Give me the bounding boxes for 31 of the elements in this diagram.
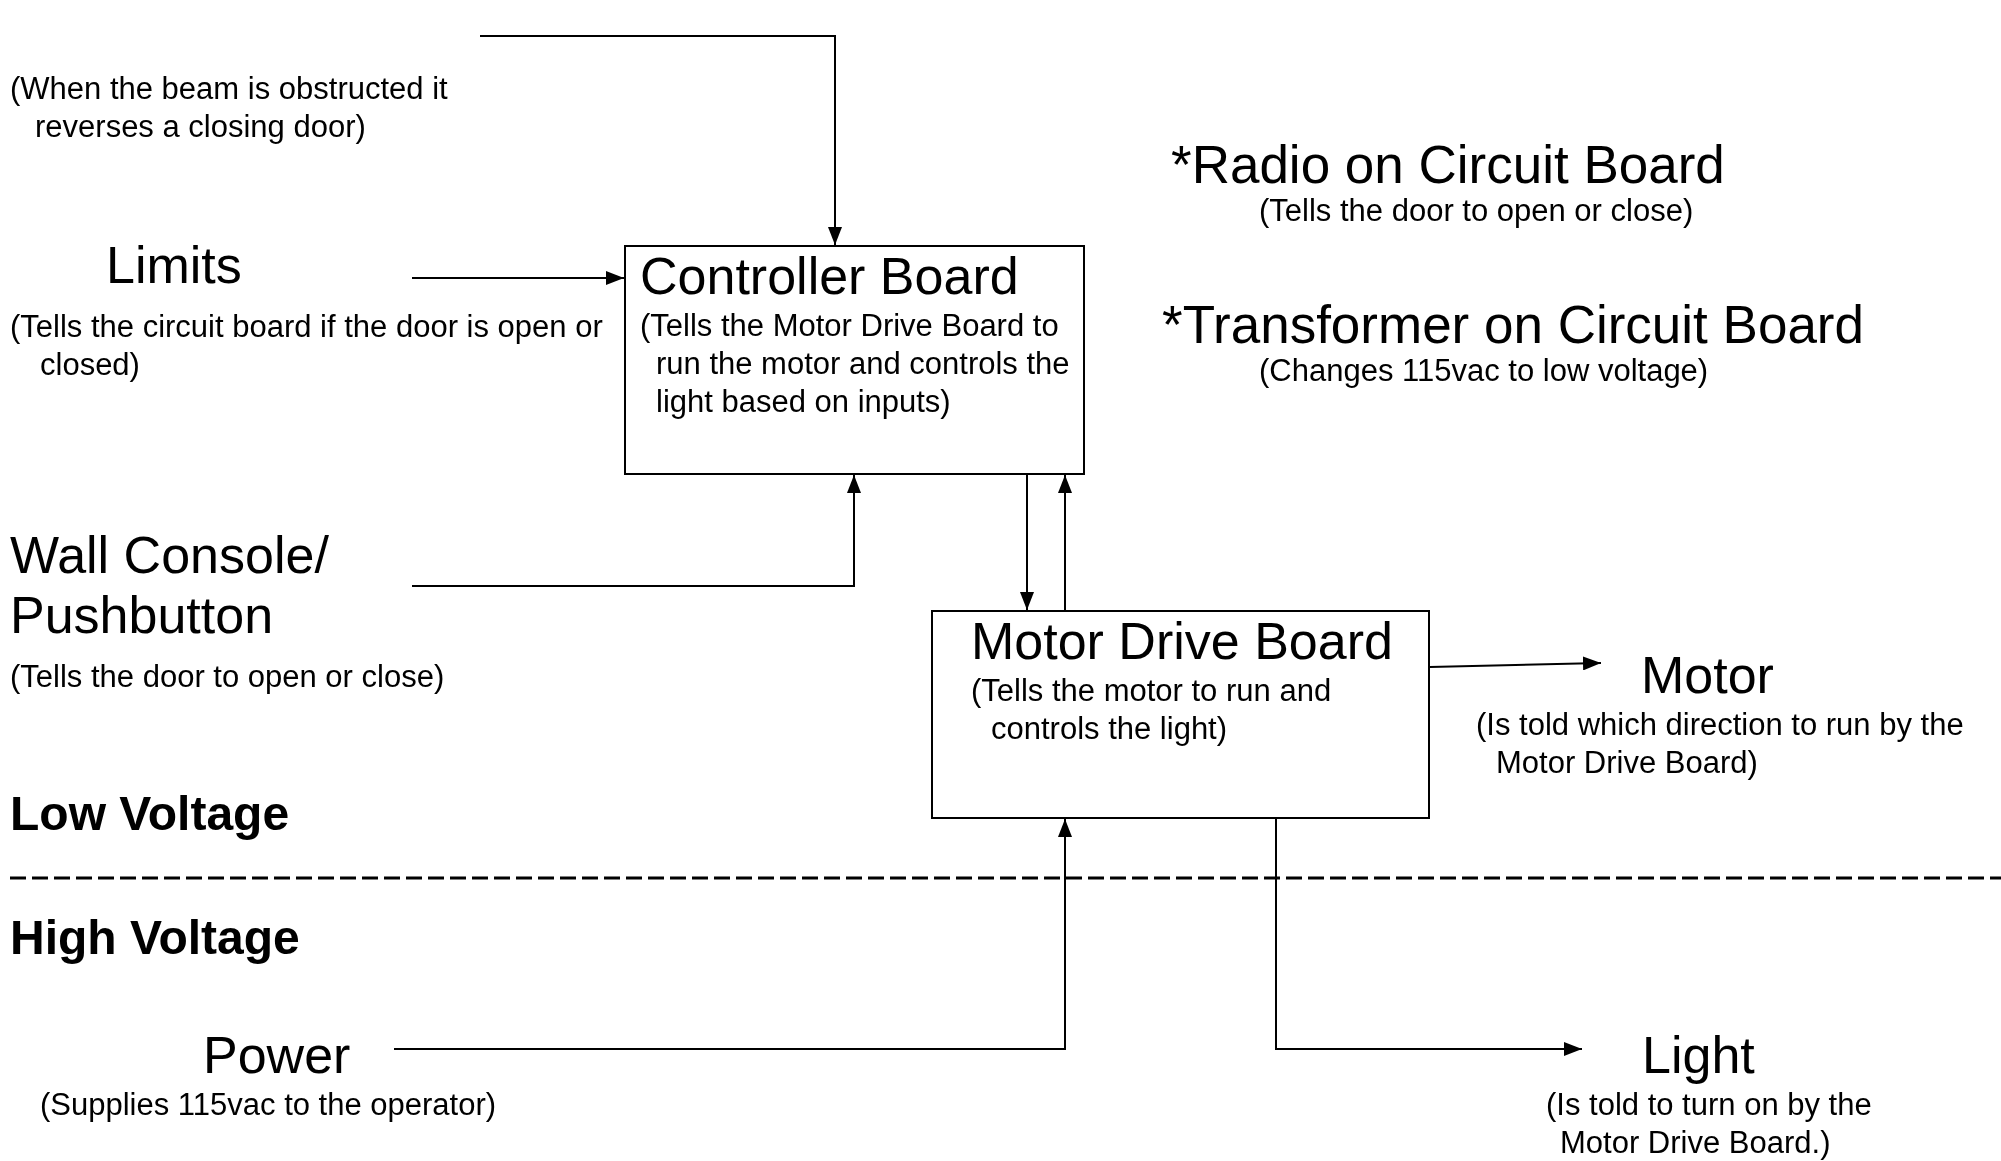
node-description: (When the beam is obstructed it reverses a closing door) bbox=[10, 70, 449, 146]
node-title: Motor Drive Board bbox=[971, 612, 1393, 672]
arrow bbox=[479, 35, 842, 246]
annotation-description: (Changes 115vac to low voltage) bbox=[1259, 353, 1709, 389]
arrow bbox=[411, 474, 861, 587]
annotation-description: (Tells the door to open or close) bbox=[1259, 193, 1694, 229]
section-label: High Voltage bbox=[10, 910, 300, 965]
arrow bbox=[1058, 474, 1072, 611]
node-title: Limits bbox=[106, 236, 242, 296]
node-description: (Is told which direction to run by the Motor Drive Board) bbox=[1476, 705, 1965, 782]
node-title: Power bbox=[203, 1026, 351, 1086]
node-title: Wall Console/ Pushbutton bbox=[10, 526, 330, 646]
arrow bbox=[393, 818, 1072, 1050]
annotation-title: *Radio on Circuit Board bbox=[1171, 134, 1725, 195]
node-description: (Tells the door to open or close) bbox=[10, 657, 446, 696]
node-title: Motor bbox=[1641, 646, 1774, 706]
section-label: Low Voltage bbox=[10, 786, 290, 841]
arrow bbox=[1020, 474, 1034, 611]
node-description: (Tells the Motor Drive Board to run the motor and controls the light based on inputs) bbox=[640, 306, 1071, 421]
arrow bbox=[1429, 656, 1602, 671]
node-title: Controller Board bbox=[640, 247, 1019, 307]
node-description: (Tells the motor to run and controls the light) bbox=[971, 671, 1333, 748]
node-title: Light bbox=[1642, 1026, 1755, 1086]
node-description: (Tells the circuit board if the door is open or closed) bbox=[10, 307, 604, 384]
process-box bbox=[624, 245, 1085, 475]
arrow bbox=[411, 271, 625, 285]
node-description: (Supplies 115vac to the operator) bbox=[40, 1085, 498, 1124]
process-box bbox=[931, 610, 1430, 819]
arrow bbox=[1275, 818, 1583, 1056]
annotation-title: *Transformer on Circuit Board bbox=[1162, 294, 1864, 355]
node-description: (Is told to turn on by the Motor Drive Board.) bbox=[1546, 1085, 1873, 1161]
